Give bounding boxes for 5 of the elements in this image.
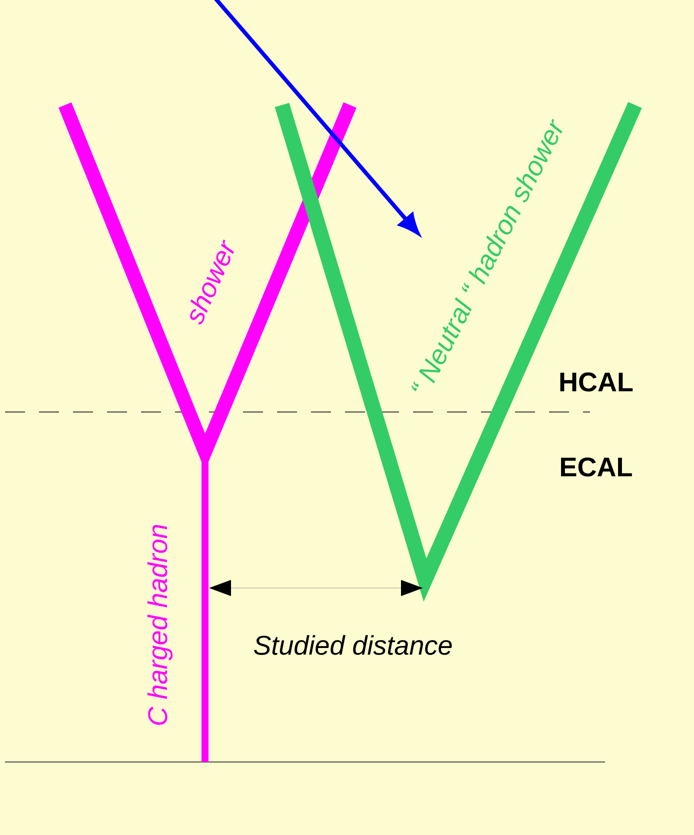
layer-label: ECAL (561, 457, 632, 477)
dimension-label: Studied distance (254, 635, 452, 655)
label-text: C harged hadron (147, 524, 173, 725)
label-text: shower (190, 240, 234, 324)
layer-label: HCAL (560, 372, 633, 392)
